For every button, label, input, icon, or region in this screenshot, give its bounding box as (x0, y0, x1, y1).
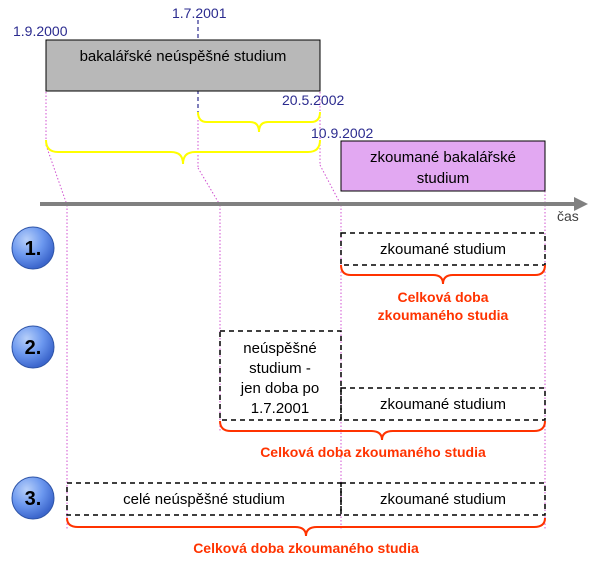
scenario-3-total: Celková doba zkoumaného studia (193, 540, 419, 556)
scenario-3-brace (66, 517, 546, 537)
scenario-2-studied-box (340, 387, 546, 421)
date-mid-old: 1.7.2001 (172, 5, 227, 21)
time-axis-arrow (574, 197, 588, 211)
scenario-2-studied-label: zkoumané studium (380, 396, 506, 413)
scenario-2-total: Celková doba zkoumaného studia (260, 444, 486, 460)
scenario-1: 1. zkoumané studium Celková doba zkouman… (11, 226, 546, 323)
scenario-1-brace (340, 264, 546, 285)
new-study-label-1: zkoumané bakalářské (370, 149, 516, 166)
scenario-3-studied-box (340, 482, 546, 516)
old-study-label: bakalářské neúspěšné studium (80, 48, 287, 65)
scenario-1-total-2: zkoumaného studia (378, 307, 509, 323)
scenario-2-failed-line-1: neúspěšné (243, 340, 316, 357)
scenario-2-failed-line-2: studium - (249, 360, 311, 377)
date-start-old: 1.9.2000 (13, 23, 68, 39)
guide-mid-old-slant (197, 167, 221, 206)
scenario-2-failed-box (219, 330, 342, 421)
scenario-1-badge (11, 226, 55, 270)
scenario-3-number: 3. (25, 488, 42, 510)
scenario-1-number: 1. (25, 238, 42, 260)
date-end-old: 20.5.2002 (282, 92, 344, 108)
new-study-box (340, 140, 546, 192)
scenario-2-failed-line-3: jen doba po (240, 380, 319, 397)
scenario-1-studied-label: zkoumané studium (380, 241, 506, 258)
brace-yellow-long (45, 139, 321, 165)
scenario-3: 3. celé neúspěšné studium zkoumané studi… (11, 476, 546, 556)
time-axis-label: čas (557, 208, 579, 224)
scenario-3-failed-box (66, 482, 342, 516)
new-study-label-2: studium (417, 170, 470, 187)
brace-yellow-short (197, 111, 321, 133)
scenario-2-failed-line-4: 1.7.2001 (251, 400, 309, 417)
guide-start-old-slant (45, 144, 68, 206)
scenario-1-total-1: Celková doba (397, 289, 488, 305)
scenario-2-number: 2. (25, 337, 42, 359)
scenario-3-failed-label: celé neúspěšné studium (123, 491, 285, 508)
scenario-3-studied-label: zkoumané studium (380, 491, 506, 508)
scenario-2-badge (11, 325, 55, 369)
guide-end-old-slant (319, 164, 342, 206)
scenario-2: 2. neúspěšné studium - jen doba po 1.7.2… (11, 325, 546, 460)
scenario-1-studied-box (340, 232, 546, 266)
old-study-box (45, 39, 321, 92)
date-start-new: 10.9.2002 (311, 125, 373, 141)
scenario-3-badge (11, 476, 55, 520)
scenario-2-brace (219, 420, 546, 441)
